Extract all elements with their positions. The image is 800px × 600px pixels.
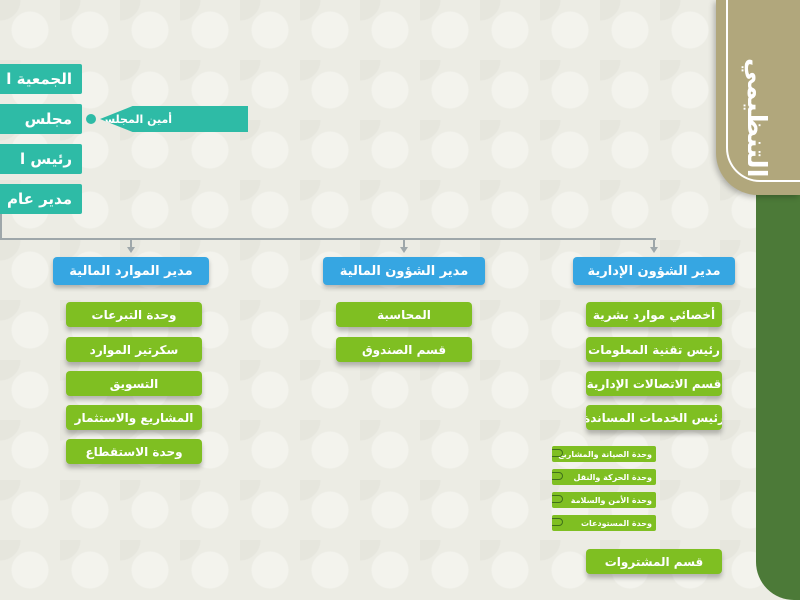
dept3-item: أخصائي موارد بشرية bbox=[586, 302, 722, 327]
dept3-item: رئيس الخدمات المساندة bbox=[586, 405, 722, 430]
connector-arrow-dept-3 bbox=[650, 247, 658, 253]
sub-unit-connector-dot bbox=[552, 472, 563, 480]
connector-dept-1 bbox=[130, 238, 132, 248]
sub-unit-label: وحدة المستودعات bbox=[580, 518, 652, 528]
sub-unit: وحدة الأمن والسلامة bbox=[552, 492, 656, 508]
sub-unit: وحدة الحركة والنقل bbox=[552, 469, 656, 485]
top-box-assembly: الجمعية ا bbox=[0, 64, 82, 94]
top-box-board: مجلس bbox=[0, 104, 82, 134]
sub-unit-label: وحدة الصيانة والمشاريع bbox=[558, 449, 652, 459]
dept1-item: المشاريع والاستثمار bbox=[66, 405, 202, 430]
top-box-general-manager: مدير عام bbox=[0, 184, 82, 214]
secretary-connector-dot bbox=[86, 114, 96, 124]
sub-unit: وحدة المستودعات bbox=[552, 515, 656, 531]
title-banner-border bbox=[726, 0, 800, 182]
connector-arrow-dept-1 bbox=[127, 247, 135, 253]
dept-head-resources: مدير الموارد المالية bbox=[53, 257, 209, 285]
sub-unit-connector-dot bbox=[552, 449, 563, 457]
dept2-item: قسم الصندوق bbox=[336, 337, 472, 362]
connector-arrow-dept-2 bbox=[400, 247, 408, 253]
sub-unit-connector-dot bbox=[552, 495, 563, 503]
dept1-item: وحدة الاستقطاع bbox=[66, 439, 202, 464]
connector-dept-2 bbox=[403, 238, 405, 248]
sub-unit-connector-dot bbox=[552, 518, 563, 526]
board-secretary-box: أمين المجلس bbox=[100, 106, 248, 132]
connector-horizontal-main bbox=[0, 238, 656, 240]
connector-vertical-main bbox=[0, 214, 2, 240]
connector-dept-3 bbox=[653, 238, 655, 248]
sub-unit: وحدة الصيانة والمشاريع bbox=[552, 446, 656, 462]
dept3-item: قسم الاتصالات الإدارية bbox=[586, 371, 722, 396]
sub-unit-label: وحدة الأمن والسلامة bbox=[570, 495, 652, 505]
chart-title: التنظيمي bbox=[741, 58, 771, 178]
dept-head-finance: مدير الشؤون المالية bbox=[323, 257, 485, 285]
dept1-item: التسويق bbox=[66, 371, 202, 396]
dept3-item: رئيس تقنية المعلومات bbox=[586, 337, 722, 362]
dept1-item: سكرتير الموارد bbox=[66, 337, 202, 362]
dept3-item-purchases: قسم المشتروات bbox=[586, 549, 722, 574]
dept1-item: وحدة التبرعات bbox=[66, 302, 202, 327]
dept-head-admin: مدير الشؤون الإدارية bbox=[573, 257, 735, 285]
sub-unit-label: وحدة الحركة والنقل bbox=[573, 472, 652, 482]
dept2-item: المحاسبة bbox=[336, 302, 472, 327]
top-box-president: رئيس ا bbox=[0, 144, 82, 174]
